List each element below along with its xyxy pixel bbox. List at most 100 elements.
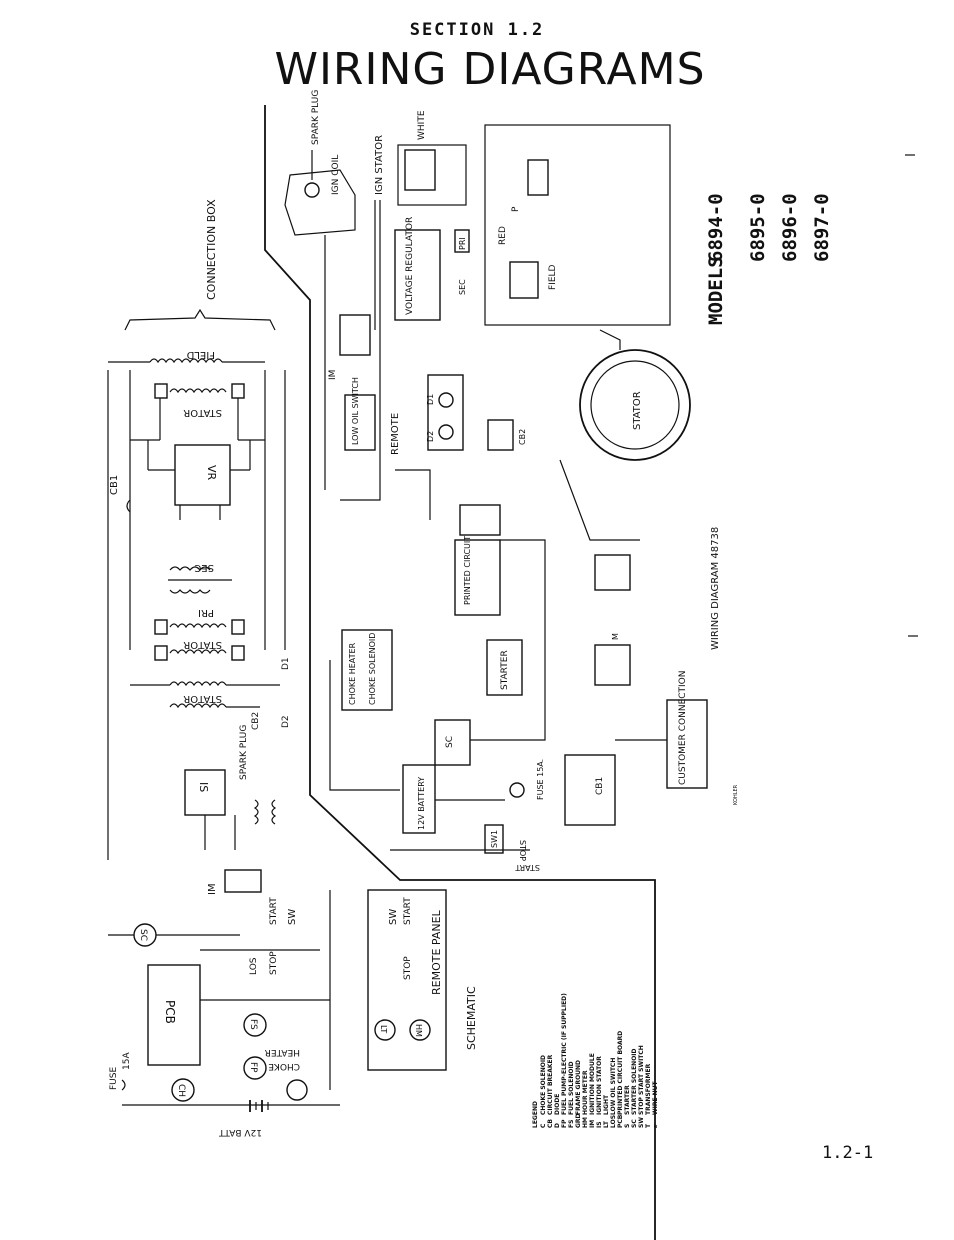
legend-item-desc: FUEL SOLENOID	[568, 1061, 575, 1115]
choke-heater-label: CHOKE HEATER	[348, 642, 357, 705]
customer-connection-box	[666, 699, 708, 789]
remote-panel-label: REMOTE PANEL	[430, 909, 443, 995]
cb1-label: CB1	[595, 777, 605, 795]
heater-label: HEATER	[265, 1047, 300, 1057]
d1-label: D1	[426, 394, 435, 405]
lt-label: LT	[379, 1025, 388, 1033]
legend-item-desc: FRAME GROUND	[575, 1060, 582, 1115]
sc-label: SC	[138, 929, 148, 941]
voltage-regulator-label: VOLTAGE REGULATOR	[405, 217, 415, 315]
battery-symbol	[249, 1100, 269, 1112]
kohler-stamp: KOHLER	[733, 784, 739, 805]
fs-symbol	[243, 1013, 267, 1037]
legend-item-desc: FUEL PUMP-ELECTRIC (IF SUPPLIED)	[561, 993, 568, 1115]
field-coil: FIELD	[108, 349, 265, 364]
schematic-section: CONNECTION BOX FIELD STATOR VR	[107, 199, 478, 1137]
cb1-label: CB1	[109, 475, 120, 495]
im-label: IM	[328, 370, 338, 380]
battery-box	[402, 764, 436, 834]
spark-plug-label: SPARK PLUG	[311, 90, 321, 145]
legend-item-code: IS	[596, 1121, 603, 1128]
transformer: SEC PRI	[168, 562, 232, 618]
models-label: MODELS	[705, 256, 727, 325]
sec-label: SEC	[458, 279, 467, 295]
stop-label: STOP	[518, 840, 527, 861]
cb1-breaker	[126, 499, 131, 513]
im-label: IM	[207, 883, 218, 895]
pcb-box	[147, 964, 201, 1066]
fs-label: FS	[248, 1019, 258, 1030]
voltage-regulator-box	[394, 229, 441, 321]
pri-terminal	[454, 229, 470, 253]
legend-item-code: SW	[638, 1117, 645, 1128]
page-number: 1.2-1	[822, 1143, 874, 1163]
d2-label: D2	[426, 431, 435, 442]
battery-label: 12V BATT	[219, 1127, 262, 1137]
legend-item-code: D	[554, 1123, 561, 1128]
cb2-label: CB2	[518, 429, 527, 445]
legend-item-code: C	[540, 1123, 547, 1128]
cb2-breaker	[487, 419, 514, 451]
stator-label: STATOR	[183, 407, 222, 418]
legend-item-code: S	[624, 1124, 631, 1128]
low-oil-switch-box	[344, 394, 376, 451]
page-title: WIRING DIAGRAMS	[274, 44, 706, 95]
d2-terminal	[438, 424, 454, 440]
legend-item-desc: DIODE	[554, 1094, 561, 1115]
im-connector	[339, 314, 371, 356]
legend-item-desc: CHOKE SOLENOID	[540, 1055, 547, 1115]
stator-label: STATOR	[632, 391, 643, 430]
connection-box-label: CONNECTION BOX	[205, 199, 218, 300]
lt-symbol	[374, 1019, 396, 1041]
transformer-pri-label: PRI	[198, 607, 214, 618]
remote-start-label: START	[403, 897, 413, 925]
im-connector	[224, 869, 262, 893]
cb1-breaker	[564, 754, 616, 826]
ign-coil-terminal	[304, 182, 320, 198]
choke-box	[341, 629, 393, 711]
d2-label: D2	[281, 715, 291, 728]
white-label: WHITE	[417, 110, 427, 140]
wiring-diagram-caption: WIRING DIAGRAM 48738	[710, 527, 721, 650]
stop-label: STOP	[269, 951, 279, 975]
white-plug-connector	[404, 149, 436, 191]
ign-coil-label: IGN COIL	[331, 155, 341, 195]
is-box	[184, 769, 226, 816]
fuse-holder	[509, 782, 525, 798]
legend-item-desc: STOP START SWITCH	[638, 1045, 645, 1115]
legend-item-code: LT	[603, 1120, 610, 1128]
fp-symbol	[243, 1056, 267, 1080]
hm-symbol	[409, 1019, 431, 1041]
pcb-label: PCB	[163, 1000, 177, 1024]
pri-label: PRI	[458, 237, 467, 250]
field-label: FIELD	[548, 264, 558, 290]
p-connector	[527, 159, 549, 196]
legend-item-code: HM	[582, 1117, 589, 1128]
starter-label: STARTER	[500, 650, 510, 690]
legend-item-desc: STARTER	[624, 1085, 631, 1115]
legend-item-desc: WIRE NUT	[652, 1080, 659, 1115]
models-block: MODELS 6894-0 6895-0 6896-0 6897-0	[705, 193, 833, 325]
legend-item-code: PCB	[617, 1114, 624, 1128]
legend-item-desc: LIGHT	[603, 1094, 610, 1115]
vr-box	[174, 444, 231, 506]
model-number: 6897-0	[811, 193, 833, 262]
start-label: START	[515, 863, 540, 872]
legend-item-code: CB	[547, 1119, 554, 1128]
diode-box	[427, 374, 464, 451]
s-symbol	[286, 1079, 308, 1101]
fp-label: FP	[248, 1062, 258, 1073]
legend-item-code: ⌀	[652, 1124, 659, 1128]
remote-stop-label: STOP	[403, 956, 413, 980]
remote-label: REMOTE	[390, 413, 401, 455]
legend-item-desc: PRINTED CIRCUIT BOARD	[617, 1031, 624, 1115]
stator-ring-outer	[579, 349, 691, 461]
spark-plug-label: SPARK PLUG	[239, 725, 249, 780]
m-connector	[594, 644, 631, 686]
starter-box	[486, 639, 523, 696]
m-label: M	[611, 633, 620, 640]
legend-item-desc: IGNITION MODULE	[589, 1053, 596, 1115]
transformer-sec-label: SEC	[194, 562, 214, 573]
legend-item-desc: IGNITION STATOR	[596, 1056, 603, 1115]
legend: LEGEND C CHOKE SOLENOID CB CIRCUIT BREAK…	[532, 993, 659, 1128]
